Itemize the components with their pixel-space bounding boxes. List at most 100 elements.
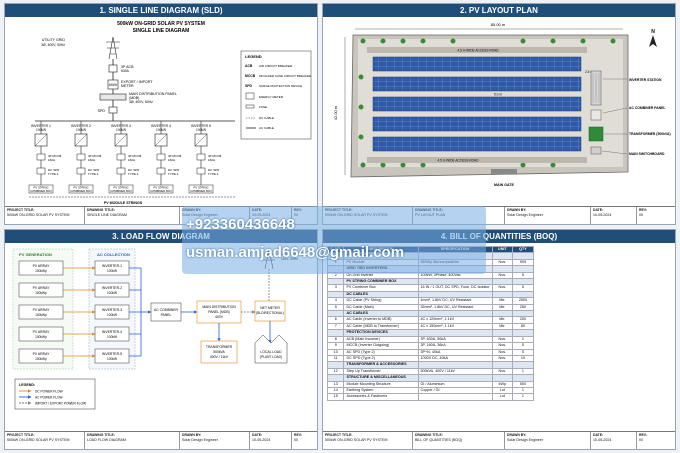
svg-text:100kWp: 100kWp <box>35 357 47 361</box>
inv-kw: 100kW <box>116 128 126 132</box>
loadflow-diagram: PV GENERATION AC COLLECTION PV ARRAY 100… <box>12 248 304 410</box>
pv-row-1 <box>372 56 582 72</box>
meter-label-1: EXPORT / IMPORT <box>121 80 153 84</box>
flow-row-5: PV ARRAY 100kWp INVERTER-5 100kW <box>18 348 130 364</box>
meter-symbol <box>107 79 119 90</box>
pv-row-5 <box>372 136 582 152</box>
transformer-box <box>200 340 238 364</box>
loadflow-title-block: PROJECT TITLE:500kW ON-GRID SOLAR PV SYS… <box>5 431 317 449</box>
svg-text:INVERTER-4: INVERTER-4 <box>102 330 122 334</box>
svg-text:TRANSFORMER: TRANSFORMER <box>206 345 233 349</box>
inv-col-2: INVERTER 2 100kW 3P MCCB 160A DC SPD TYP… <box>68 121 101 194</box>
svg-text:MCCB: MCCB <box>245 74 256 78</box>
edge-gap: 2.5 m <box>585 70 593 74</box>
inv-kw: 100kW <box>156 128 166 132</box>
svg-text:PV STRING: PV STRING <box>113 186 128 190</box>
svg-text:DC SPD: DC SPD <box>208 168 220 172</box>
svg-text:PANEL: PANEL <box>161 313 172 317</box>
svg-text:3P MCCB: 3P MCCB <box>128 154 141 158</box>
svg-text:PV ARRAY: PV ARRAY <box>33 286 50 290</box>
svg-text:INVERTER-1: INVERTER-1 <box>102 264 122 268</box>
svg-text:COMBINER BOX: COMBINER BOX <box>30 189 52 193</box>
sld-diagram: 500kW ON-GRID SOLAR PV SYSTEM SINGLE LIN… <box>28 21 312 205</box>
inv-col-4: INVERTER 4 100kW 3P MCCB 160A DC SPD TYP… <box>148 121 181 194</box>
mdp-busbar <box>99 93 127 101</box>
road-bottom: 4.5 m WIDE ACCESS ROAD <box>437 159 479 163</box>
pv-row-4 <box>372 116 582 132</box>
svg-text:AC COMBINER PANEL: AC COMBINER PANEL <box>629 106 665 110</box>
inv-name: INVERTER 4 <box>151 124 171 128</box>
svg-text:160A: 160A <box>128 158 135 162</box>
layout-panel: 2. PV LAYOUT PLAN 85.00 m 42.00 m N 4.5 … <box>322 3 676 225</box>
svg-text:100kW: 100kW <box>107 313 117 317</box>
flow-row-4: PV ARRAY 100kWp INVERTER-4 100kW <box>18 326 130 342</box>
inv-kw: 100kW <box>36 128 46 132</box>
svg-text:COMBINER BOX: COMBINER BOX <box>190 189 212 193</box>
svg-text:ACB: ACB <box>245 64 253 68</box>
svg-text:400V: 400V <box>215 315 224 319</box>
flow-row-2: PV ARRAY 100kWp INVERTER-2 100kW <box>18 282 130 298</box>
svg-text:100kW: 100kW <box>107 335 117 339</box>
svg-text:3P MCCB: 3P MCCB <box>208 154 221 158</box>
spd-symbol <box>108 106 118 114</box>
combiner-box <box>108 184 134 194</box>
svg-text:160A: 160A <box>48 158 55 162</box>
svg-text:3P MCCB: 3P MCCB <box>88 154 101 158</box>
svg-text:DC SPD: DC SPD <box>48 168 60 172</box>
combiner-box <box>148 184 174 194</box>
svg-text:LEGEND: LEGEND <box>245 54 262 59</box>
inv-kw: 100kW <box>196 128 206 132</box>
mdp-label-2: (MDB) <box>129 96 139 100</box>
svg-text:MAIN SWITCHBOARD: MAIN SWITCHBOARD <box>629 152 665 156</box>
inv-name: INVERTER 3 <box>111 124 131 128</box>
svg-text:FUSE: FUSE <box>259 105 267 109</box>
svg-text:INVERTER-5: INVERTER-5 <box>102 352 122 356</box>
ac-combiner-panel <box>590 109 602 121</box>
inv-name: INVERTER 1 <box>31 124 51 128</box>
layout-heading: 2. PV LAYOUT PLAN <box>323 4 675 17</box>
main-gate <box>491 169 517 174</box>
svg-text:INVERTER-3: INVERTER-3 <box>102 308 122 312</box>
pv-modules-label: PV MODULE STRINGS <box>104 201 143 205</box>
svg-text:COMBINER BOX: COMBINER BOX <box>70 189 92 193</box>
svg-text:(BI-DIRECTIONAL): (BI-DIRECTIONAL) <box>256 311 284 315</box>
svg-text:SPD: SPD <box>245 84 253 88</box>
svg-text:PV STRING: PV STRING <box>73 186 88 190</box>
svg-text:PV ARRAY: PV ARRAY <box>33 352 50 356</box>
svg-text:MAIN DISTRIBUTION: MAIN DISTRIBUTION <box>202 305 236 309</box>
svg-text:PV STRING: PV STRING <box>33 186 48 190</box>
svg-text:DC SPD: DC SPD <box>88 168 100 172</box>
svg-text:ENERGY METER: ENERGY METER <box>259 95 284 99</box>
svg-text:100kW: 100kW <box>107 357 117 361</box>
flow-row-1: PV ARRAY 100kWp INVERTER-1 100kW <box>18 260 130 276</box>
boq-section-row: TRANSFORMER & ACCESSORIES <box>326 361 534 369</box>
combiner-box <box>28 184 54 194</box>
svg-text:DC POWER FLOW: DC POWER FLOW <box>35 390 63 394</box>
utility-spec: 3Ø, 400V, 50Hz <box>41 43 65 47</box>
utility-tower-icon <box>106 36 120 60</box>
north-arrow-icon: N <box>649 29 657 47</box>
svg-text:3P MCCB: 3P MCCB <box>168 154 181 158</box>
transformer <box>588 126 604 142</box>
svg-text:PV ARRAY: PV ARRAY <box>33 330 50 334</box>
svg-text:PV GENERATION: PV GENERATION <box>19 252 52 257</box>
svg-text:LOCAL LOAD: LOCAL LOAD <box>260 350 282 354</box>
flow-row-3: PV ARRAY 100kWp INVERTER-3 100kW <box>18 304 130 320</box>
inv-col-5: INVERTER 5 100kW 3P MCCB 160A DC SPD TYP… <box>188 121 221 194</box>
utility-label: UTILITY GRID <box>42 38 66 42</box>
svg-text:100kW: 100kW <box>107 291 117 295</box>
svg-text:MAIN GATE: MAIN GATE <box>494 183 514 187</box>
svg-text:kWh: kWh <box>109 82 117 87</box>
svg-text:PV ARRAY: PV ARRAY <box>33 308 50 312</box>
svg-text:INVERTER-2: INVERTER-2 <box>102 286 122 290</box>
svg-text:DC CABLE: DC CABLE <box>259 116 274 120</box>
fuse-icon <box>245 104 255 109</box>
